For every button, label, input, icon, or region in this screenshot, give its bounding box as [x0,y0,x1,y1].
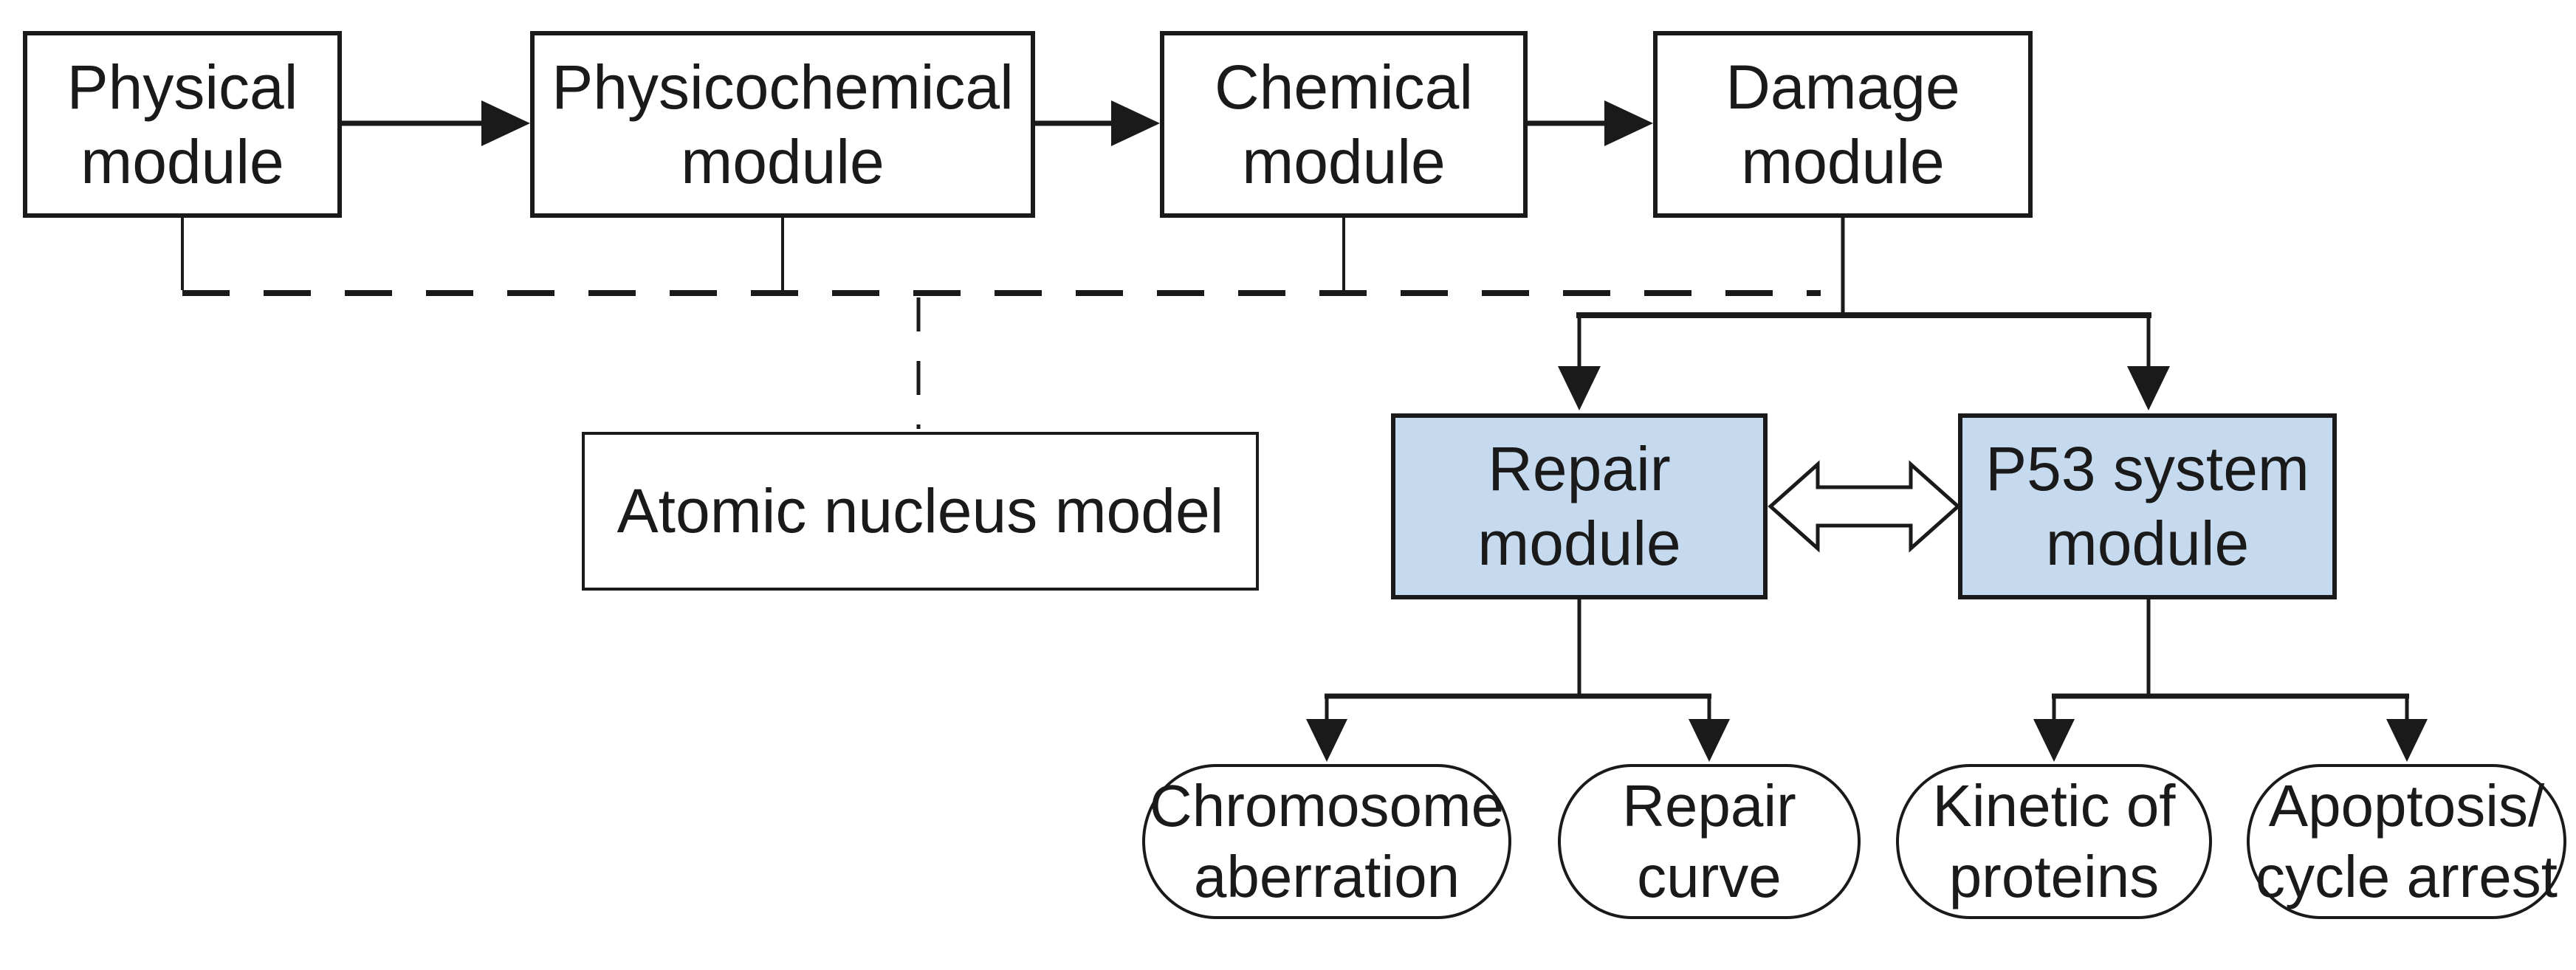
arrowhead [1689,719,1730,762]
arrowhead [1604,100,1653,146]
arrow-repair-to-chromosome [1306,696,1347,762]
arrowhead [2127,366,2170,410]
node-label: Repair curve [1622,773,1796,909]
arrowhead [1558,366,1601,410]
node-label: P53 system module [1985,434,2309,578]
arrow-p53-to-kinetic [2033,696,2075,762]
node-chemical-module: Chemical module [1160,31,1528,218]
arrow-physicochemical-to-chemical [1035,100,1160,146]
node-label: Chemical module [1214,52,1474,196]
node-physicochemical-module: Physicochemical module [530,31,1035,218]
node-label: Atomic nucleus model [616,476,1224,546]
arrowhead [1111,100,1160,146]
node-label: Kinetic of proteins [1932,773,2176,909]
node-atomic-nucleus-model: Atomic nucleus model [582,432,1259,591]
node-chromosome-aberration: Chromosome aberration [1142,764,1511,919]
node-p53-system-module: P53 system module [1958,413,2337,599]
arrow-physical-to-physicochemical [342,100,530,146]
node-apoptosis-cycle-arrest: Apoptosis/ cycle arrest [2247,764,2566,919]
node-label: Physicochemical module [552,52,1014,196]
arrowhead [481,100,530,146]
arrowhead [1306,719,1347,762]
node-label: Physical module [66,52,298,196]
arrowhead [2033,719,2075,762]
node-label: Damage module [1725,52,1960,196]
node-label: Repair module [1477,434,1681,578]
arrow-chemical-to-damage [1528,100,1653,146]
node-physical-module: Physical module [23,31,342,218]
node-repair-curve: Repair curve [1558,764,1861,919]
arrow-p53-to-apoptosis [2386,696,2428,762]
node-label: Chromosome aberration [1149,773,1505,909]
double-arrow-repair-p53 [1768,460,1961,553]
node-damage-module: Damage module [1653,31,2033,218]
arrow-damage-to-p53 [2127,315,2170,410]
arrow-damage-to-repair [1558,315,1601,410]
node-label: Apoptosis/ cycle arrest [2256,773,2558,909]
arrow-repair-to-repair-curve [1689,696,1730,762]
arrowhead [2386,719,2428,762]
node-kinetic-of-proteins: Kinetic of proteins [1896,764,2212,919]
node-repair-module: Repair module [1391,413,1768,599]
